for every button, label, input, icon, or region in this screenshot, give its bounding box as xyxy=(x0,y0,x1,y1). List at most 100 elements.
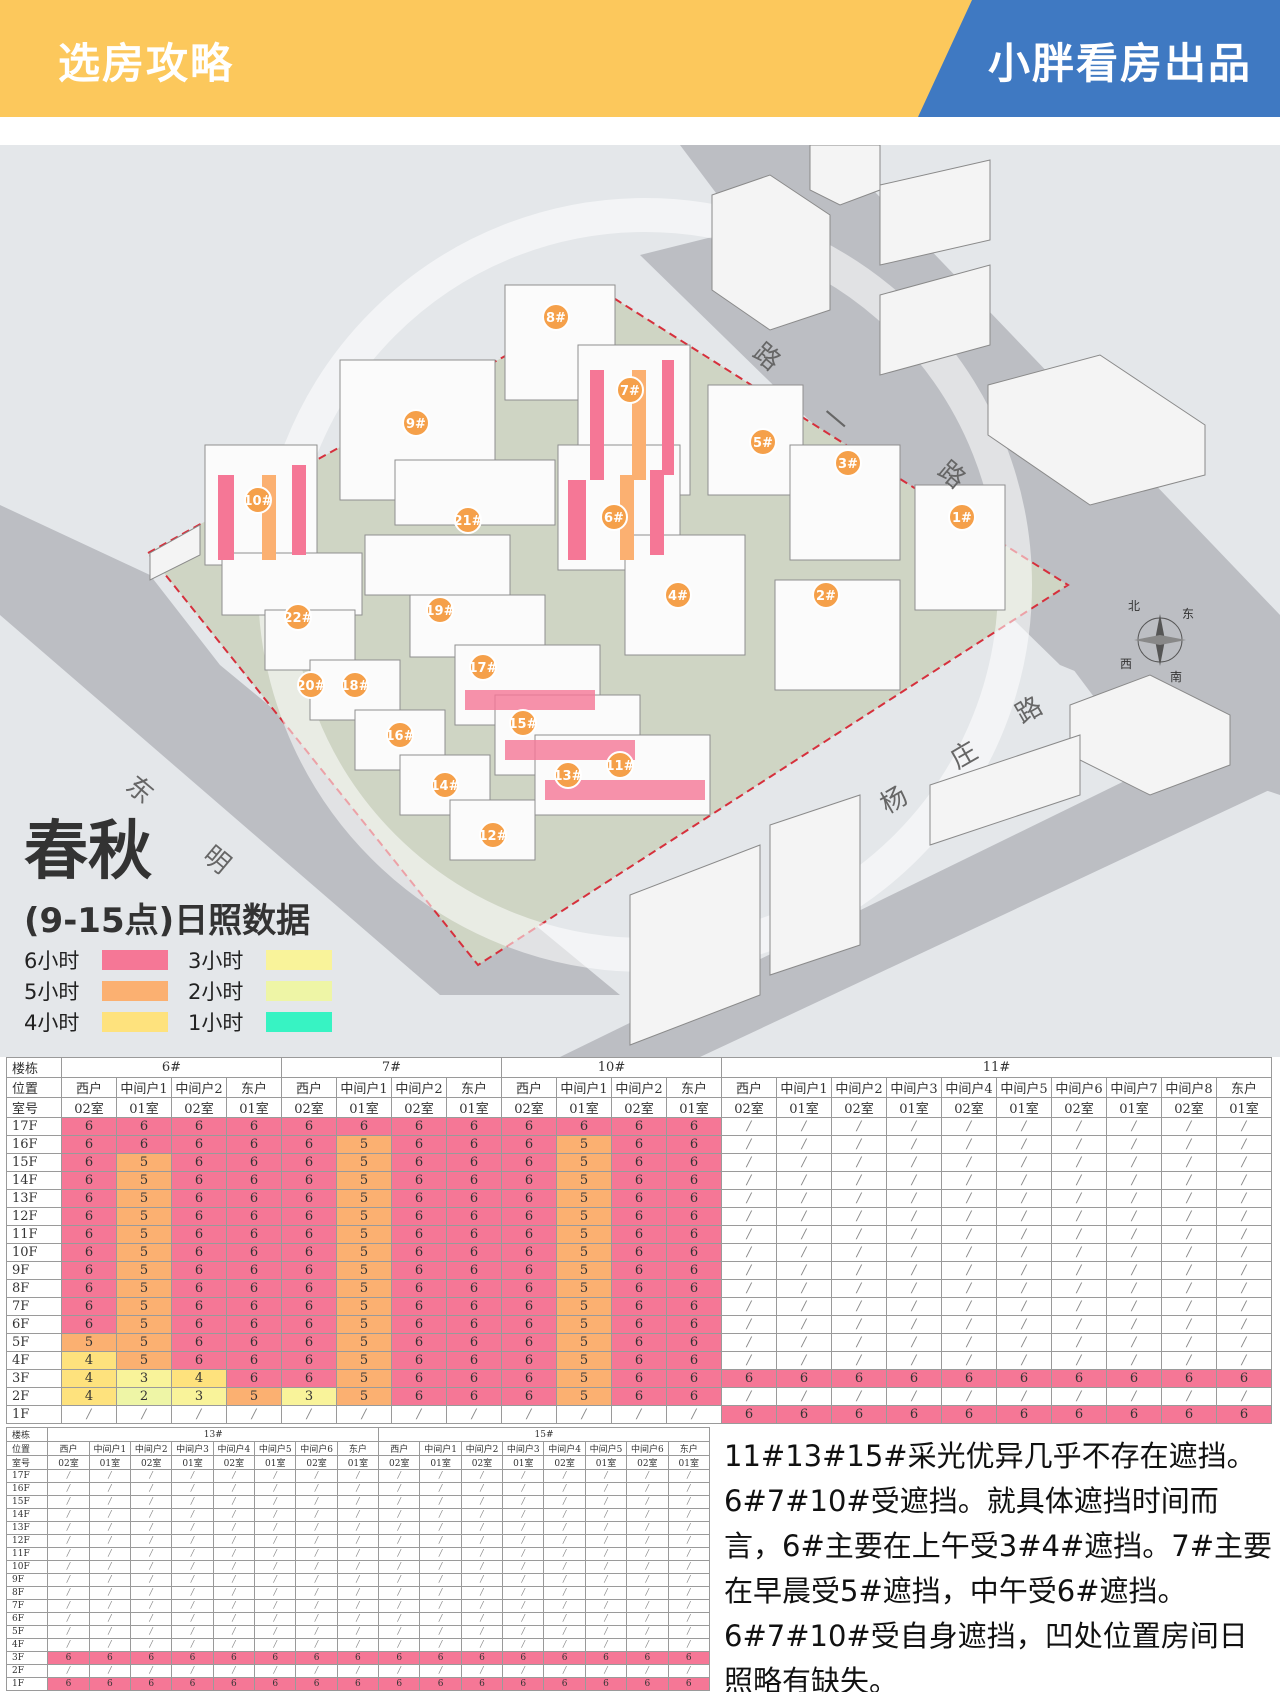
sunlight-cell: / xyxy=(776,1279,832,1298)
sunlight-cell: 6 xyxy=(446,1387,502,1406)
sunlight-cell: 6 xyxy=(556,1117,612,1136)
sunlight-cell: / xyxy=(776,1387,832,1406)
season-title: 春秋 xyxy=(24,815,152,889)
sunlight-cell: / xyxy=(254,1560,297,1574)
sunlight-cell: 6 xyxy=(501,1369,557,1388)
sunlight-cell: / xyxy=(886,1207,942,1226)
sunlight-cell: 5 xyxy=(116,1207,172,1226)
sunlight-cell: / xyxy=(419,1508,462,1522)
sunlight-cell: 6 xyxy=(88,1651,132,1665)
sunlight-cell: / xyxy=(419,1638,462,1652)
sunlight-cell: / xyxy=(88,1521,132,1535)
sunlight-cell: / xyxy=(667,1469,710,1483)
building-badge xyxy=(834,449,862,477)
table-row: 16F//////////////// xyxy=(5,1482,710,1496)
unit-position-header: 中间户1 xyxy=(776,1077,832,1098)
floor-label: 13F xyxy=(5,1521,49,1535)
sunlight-cell: / xyxy=(1216,1171,1272,1190)
sunlight-cell: 6 xyxy=(61,1225,117,1244)
sunlight-cell: 6 xyxy=(281,1117,337,1136)
sunlight-cell: / xyxy=(212,1573,256,1587)
table-row: 17F//////////////// xyxy=(5,1469,710,1483)
sunlight-cell: 6 xyxy=(446,1171,502,1190)
sunlight-cell: 6 xyxy=(1216,1369,1272,1388)
sunlight-cell: / xyxy=(996,1243,1052,1262)
sunlight-cell: / xyxy=(831,1207,887,1226)
sunlight-cell: 6 xyxy=(611,1315,667,1334)
sunlight-cell: 6 xyxy=(61,1279,117,1298)
sunlight-cell: 6 xyxy=(502,1651,545,1665)
facade-15-sun xyxy=(465,690,595,710)
sunlight-cell: 5 xyxy=(556,1351,612,1370)
sunlight-cell: / xyxy=(941,1225,997,1244)
sunlight-cell: / xyxy=(667,1599,710,1613)
sunlight-cell: 4 xyxy=(171,1369,227,1388)
unit-position-header: 中间户1 xyxy=(116,1077,172,1098)
sunlight-cell: / xyxy=(295,1625,338,1639)
sunlight-cell: 6 xyxy=(446,1369,502,1388)
sunlight-cell: 6 xyxy=(460,1677,504,1691)
sunlight-cell: / xyxy=(378,1573,421,1587)
sunlight-cell: 6 xyxy=(666,1171,722,1190)
sunlight-cell: / xyxy=(88,1638,132,1652)
sunlight-cell: / xyxy=(941,1315,997,1334)
sunlight-cell: 5 xyxy=(116,1315,172,1334)
building-group-header: 11# xyxy=(721,1057,1272,1078)
compass-north: 北 xyxy=(1128,599,1141,613)
unit-room-header: 02室 xyxy=(391,1097,447,1118)
building-badge xyxy=(341,671,369,699)
sunlight-cell: / xyxy=(130,1534,173,1548)
sunlight-cell: / xyxy=(336,1547,380,1561)
sunlight-cell: / xyxy=(336,1560,380,1574)
sunlight-cell: / xyxy=(543,1599,586,1613)
sunlight-cell: / xyxy=(831,1387,887,1406)
building-badge xyxy=(402,409,430,437)
sunlight-cell: 6 xyxy=(501,1171,557,1190)
sunlight-cell: 6 xyxy=(666,1369,722,1388)
sunlight-cell: / xyxy=(996,1225,1052,1244)
sunlight-cell: 6 xyxy=(171,1333,227,1352)
sunlight-cell: 6 xyxy=(391,1117,447,1136)
unit-position-header: 中间户4 xyxy=(212,1441,256,1456)
header-position-label: 位置 xyxy=(6,1077,62,1098)
sunlight-cell: / xyxy=(254,1521,297,1535)
sunlight-cell: / xyxy=(460,1547,504,1561)
building-badge xyxy=(244,486,272,514)
sunlight-cell: 5 xyxy=(556,1153,612,1172)
sunlight-cell: / xyxy=(212,1521,256,1535)
sunlight-cell: / xyxy=(378,1495,421,1509)
sunlight-cell: 6 xyxy=(171,1153,227,1172)
sunlight-cell: 6 xyxy=(212,1651,256,1665)
sunlight-cell: / xyxy=(776,1225,832,1244)
unit-position-header: 中间户4 xyxy=(543,1441,586,1456)
unit-room-header: 01室 xyxy=(667,1455,710,1470)
sunlight-cell: / xyxy=(378,1664,421,1678)
sunlight-cell: 5 xyxy=(556,1243,612,1262)
sunlight-cell: / xyxy=(543,1521,586,1535)
sunlight-cell: 6 xyxy=(886,1369,942,1388)
unit-room-header: 01室 xyxy=(886,1097,942,1118)
sunlight-cell: / xyxy=(886,1243,942,1262)
sunlight-cell: / xyxy=(502,1573,545,1587)
floor-label: 2F xyxy=(6,1387,62,1406)
sunlight-cell: / xyxy=(171,1405,227,1424)
sunlight-cell: / xyxy=(626,1625,669,1639)
sunlight-cell: / xyxy=(47,1495,90,1509)
sunlight-cell: 6 xyxy=(61,1153,117,1172)
sunlight-cell: / xyxy=(171,1508,214,1522)
building-number: 20# xyxy=(297,679,326,694)
sunlight-cell: 5 xyxy=(556,1279,612,1298)
sunlight-cell: / xyxy=(1161,1225,1217,1244)
sunlight-cell: 6 xyxy=(584,1677,628,1691)
sunlight-cell: / xyxy=(1051,1387,1107,1406)
sunlight-cell: / xyxy=(502,1508,545,1522)
sunlight-cell: 5 xyxy=(556,1225,612,1244)
sunlight-cell: / xyxy=(295,1547,338,1561)
sunlight-cell: 6 xyxy=(226,1207,282,1226)
sunlight-cell: / xyxy=(212,1482,256,1496)
sunlight-cell: / xyxy=(501,1405,557,1424)
sunlight-cell: / xyxy=(886,1297,942,1316)
